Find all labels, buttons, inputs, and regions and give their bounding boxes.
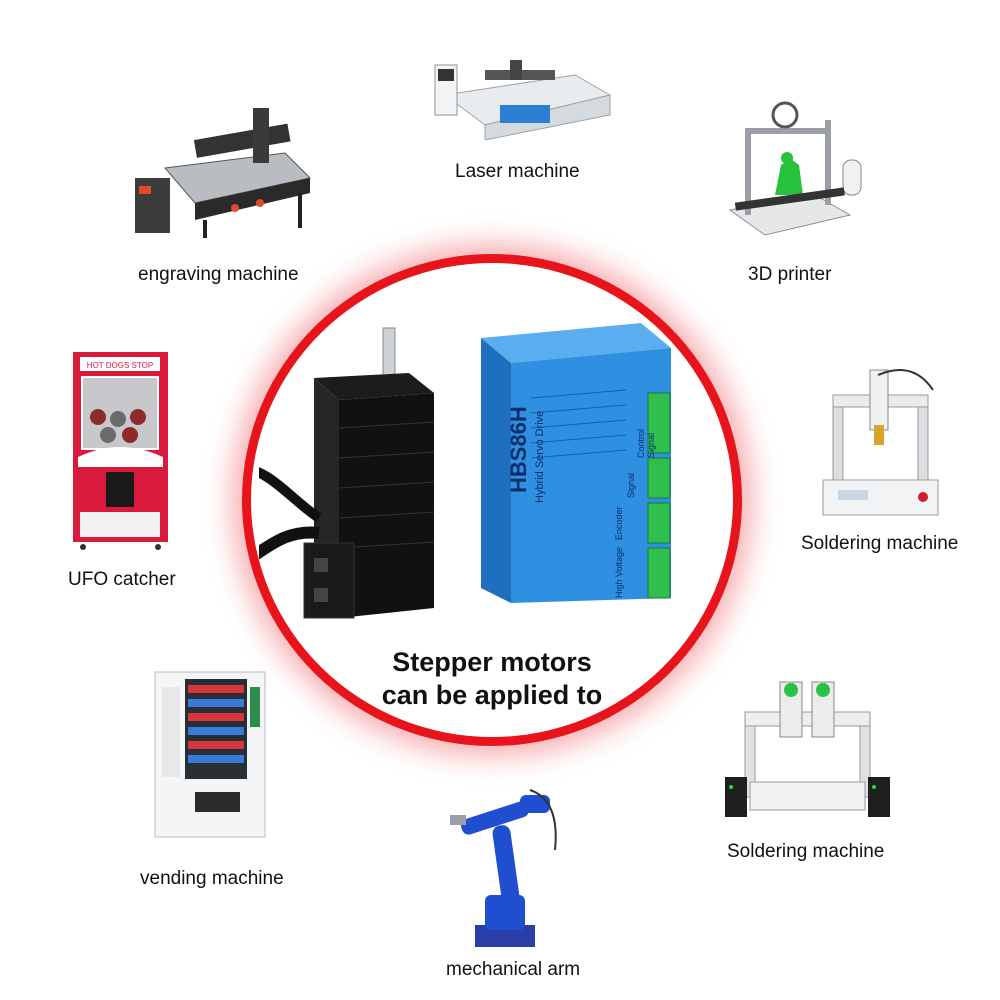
svg-text:HOT DOGS STOP: HOT DOGS STOP [87, 361, 153, 370]
ufo-catcher-label: UFO catcher [68, 569, 176, 590]
drive-control-text: Control Signal [636, 428, 656, 458]
drive-high-voltage-text: High Voltage [614, 546, 624, 598]
mechanical-arm-label: mechanical arm [446, 959, 581, 980]
soldering-machine-icon [822, 369, 939, 516]
soldering-machine-2-label: Soldering machine [727, 841, 885, 862]
center-title-line2: can be applied to [381, 680, 603, 710]
drive-model-text: HBS86H [506, 406, 531, 493]
soldering-machine-1-label: Soldering machine [801, 533, 959, 554]
ufo-catcher-icon: HOT DOGS STOP [73, 352, 168, 550]
3d-printer-label: 3D printer [748, 264, 832, 285]
mechanical-arm-icon [450, 789, 557, 947]
center-ring: HBS86H Hybrid Servo Drive High Voltage E… [242, 254, 742, 746]
engraving-machine-label: engraving machine [138, 264, 299, 285]
drive-signal-text: Signal [626, 472, 636, 498]
servo-drive: HBS86H Hybrid Servo Drive High Voltage E… [476, 318, 691, 608]
engraving-machine-icon [135, 108, 312, 238]
servo-drive-body-icon [481, 323, 671, 603]
stepper-motor-icon [259, 327, 435, 619]
drive-subtitle-text: Hybrid Servo Drive [534, 410, 546, 503]
vending-machine-icon [154, 671, 266, 838]
vending-machine-label: vending machine [140, 868, 284, 889]
3d-printer-icon [728, 101, 862, 236]
laser-machine-icon [434, 60, 612, 140]
drive-encoder-text: Encoder [614, 506, 624, 540]
soldering-machine-icon [725, 681, 890, 817]
laser-machine-label: Laser machine [455, 161, 580, 182]
center-title-line1: Stepper motors [392, 647, 592, 677]
